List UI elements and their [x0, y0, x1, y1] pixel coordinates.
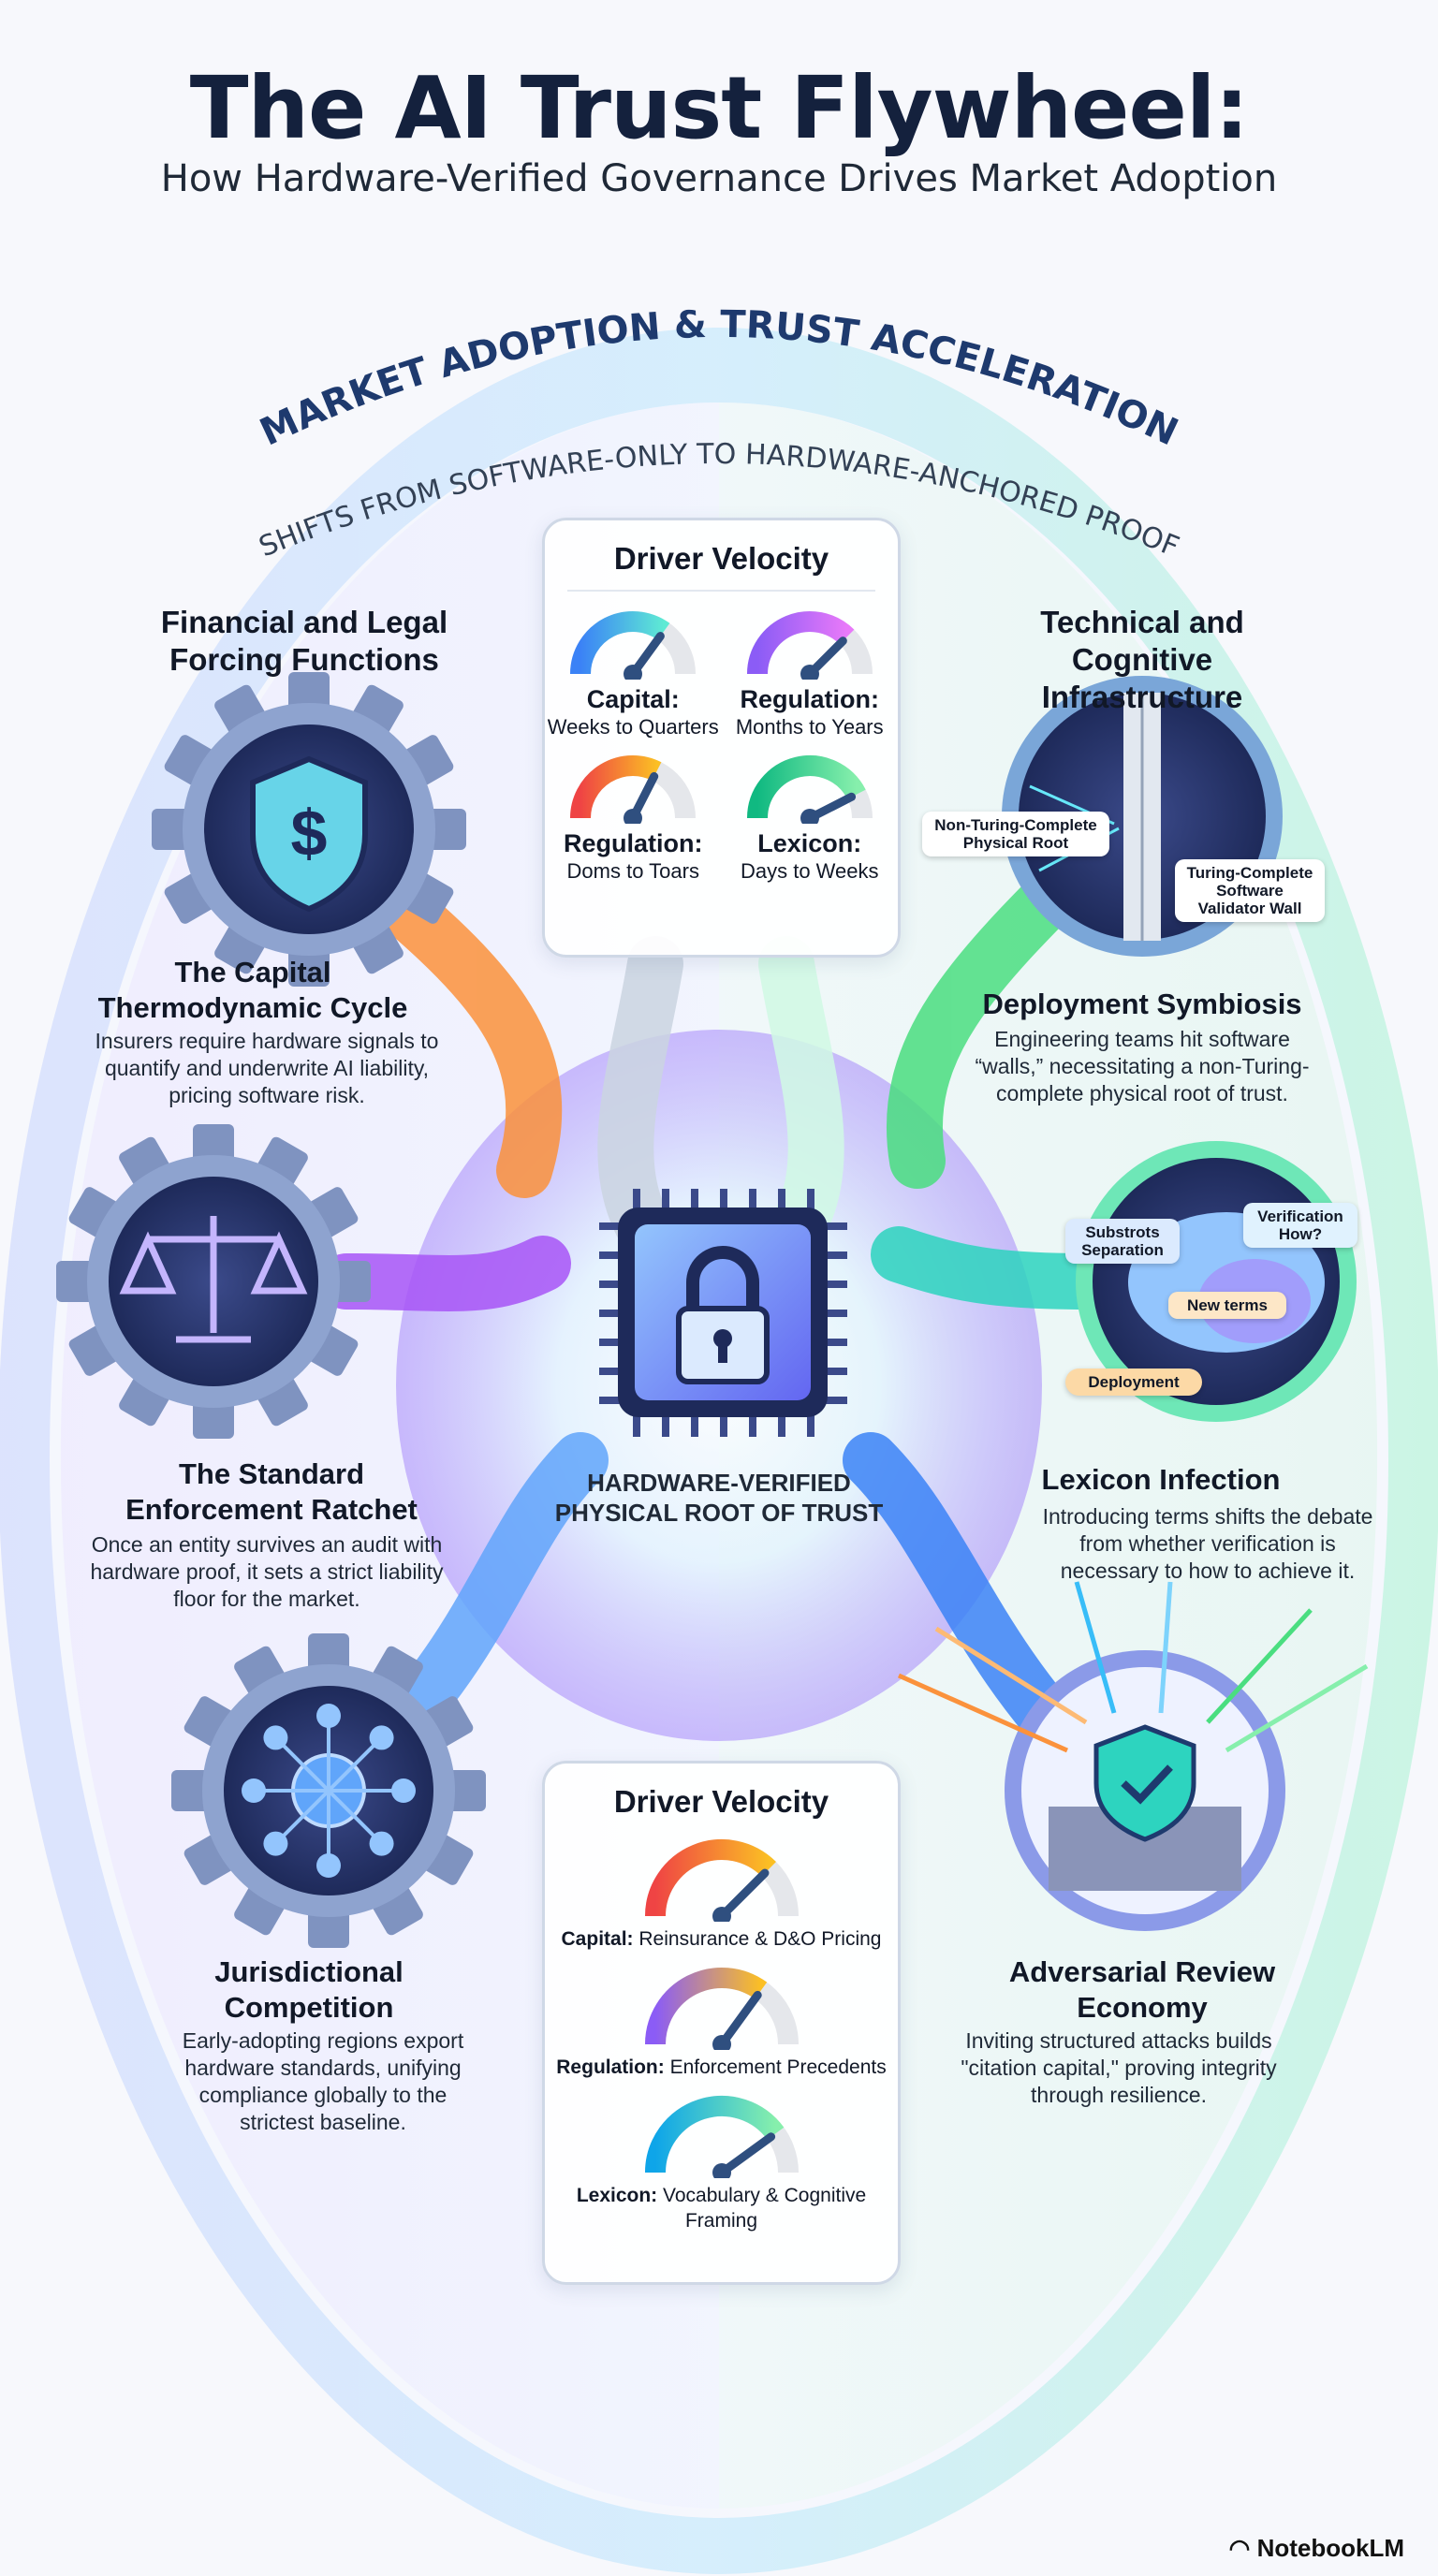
driver-velocity-bottom-panel: Driver Velocity Capital: Reinsurance & D… [542, 1761, 901, 2285]
gauge-dial [644, 1839, 799, 1925]
callout-verification-how: Verification How? [1243, 1203, 1357, 1248]
gauge-caption: Lexicon:Days to Weeks [722, 828, 899, 884]
gauge-item: Capital: Reinsurance & D&O Pricing [545, 1837, 898, 1952]
callout-new-terms: New terms [1168, 1292, 1286, 1319]
gauge-caption: Regulation:Months to Years [722, 684, 899, 739]
gauge-item: Regulation:Months to Years [722, 608, 899, 739]
capital-cycle-title: The Capital Thermodynamic Cycle [97, 956, 408, 1024]
gauge-value: Enforcement Precedents [669, 2056, 887, 2078]
gauge-item: Regulation: Enforcement Precedents [545, 1965, 898, 2080]
gauge-dial [570, 611, 697, 683]
gauge-dial [644, 2096, 799, 2182]
gauge-item: Regulation:Doms to Toars [545, 753, 722, 884]
page-title: The AI Trust Flywheel: [189, 58, 1249, 158]
lexicon-infection-title: Lexicon Infection [1041, 1463, 1281, 1496]
jurisdiction-desc: Early-adopting regions export hardware s… [182, 2028, 464, 2134]
scales-icon-gear [56, 1124, 371, 1439]
gauge-caption: Capital:Weeks to Quarters [545, 684, 722, 739]
gauge-item: Lexicon:Days to Weeks [722, 753, 899, 884]
gauge-dial [746, 755, 873, 827]
gauge-value: Days to Weeks [740, 859, 879, 883]
adversarial-desc: Inviting structured attacks builds "cita… [961, 2028, 1277, 2107]
callout-substrate-separation: Substrots Separation [1065, 1219, 1180, 1264]
right-column-heading: Technical and Cognitive Infrastructure [1040, 605, 1244, 714]
gauge-caption: Lexicon: Vocabulary & Cognitive Framing [545, 2183, 898, 2233]
page-subtitle: How Hardware-Verified Governance Drives … [160, 157, 1278, 200]
gauge-value: Vocabulary & Cognitive Framing [663, 2185, 867, 2232]
gauge-caption: Capital: Reinsurance & D&O Pricing [545, 1926, 898, 1952]
gauge-caption: Regulation:Doms to Toars [545, 828, 722, 884]
ratchet-title: The Standard Enforcement Ratchet [125, 1457, 418, 1526]
gauge-value: Weeks to Quarters [547, 715, 719, 739]
svg-text:$: $ [291, 797, 328, 870]
gauge-value: Months to Years [735, 715, 884, 739]
deployment-symbiosis-desc: Engineering teams hit software “walls,” … [975, 1027, 1310, 1105]
gauge-item: Capital:Weeks to Quarters [545, 608, 722, 739]
lexicon-infection-desc: Introducing terms shifts the debate from… [1042, 1504, 1373, 1583]
chip-lock-icon [599, 1189, 847, 1437]
callout-validator-wall: Turing-Complete Software Validator Wall [1175, 859, 1325, 922]
gauge-dial [644, 1968, 799, 2054]
shield-dollar-icon-gear: $ [152, 672, 466, 987]
gauge-dial [746, 611, 873, 683]
gauge-dial [570, 755, 697, 827]
notebooklm-logo: ◠ NotebookLM [1228, 2534, 1404, 2562]
driver-velocity-top-panel: Driver Velocity Capital:Weeks to Quarter… [542, 518, 901, 958]
gauge-label: Capital: [561, 1928, 634, 1950]
gauge-label: Regulation: [556, 2056, 665, 2078]
gauge-value: Doms to Toars [566, 859, 699, 883]
gauge-value: Reinsurance & D&O Pricing [638, 1928, 882, 1950]
jurisdiction-title: Jurisdictional Competition [214, 1955, 404, 2024]
center-label: HARDWARE-VERIFIED PHYSICAL ROOT OF TRUST [554, 1469, 884, 1527]
panel-title: Driver Velocity [613, 1784, 829, 1819]
fortress-shield-icon [897, 1581, 1369, 1931]
gauge-label: Lexicon: [757, 829, 862, 857]
gauge-label: Regulation: [564, 829, 703, 857]
gauge-label: Lexicon: [576, 2185, 658, 2206]
gauge-label: Capital: [586, 685, 680, 713]
callout-deployment: Deployment [1065, 1368, 1202, 1396]
gauge-label: Regulation: [740, 685, 880, 713]
capital-cycle-desc: Insurers require hardware signals to qua… [95, 1029, 439, 1107]
globe-network-icon-gear [171, 1633, 486, 1948]
left-column-heading: Financial and Legal Forcing Functions [160, 605, 448, 677]
gauge-caption: Regulation: Enforcement Precedents [545, 2055, 898, 2080]
panel-title: Driver Velocity [613, 541, 829, 576]
brand-icon: ◠ [1228, 2534, 1257, 2562]
ratchet-desc: Once an entity survives an audit with ha… [90, 1532, 444, 1611]
gauge-item: Lexicon: Vocabulary & Cognitive Framing [545, 2093, 898, 2233]
deployment-symbiosis-title: Deployment Symbiosis [982, 988, 1302, 1020]
adversarial-title: Adversarial Review Economy [1008, 1955, 1276, 2024]
callout-physical-root: Non-Turing-Complete Physical Root [922, 812, 1109, 856]
